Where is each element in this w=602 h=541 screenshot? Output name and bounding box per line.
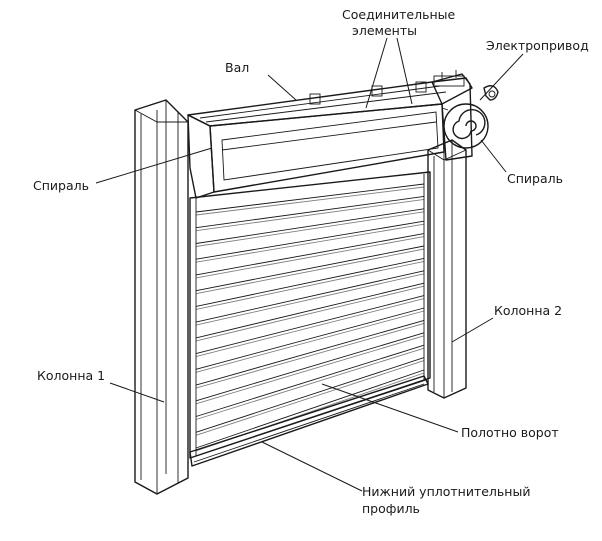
curtain-slat <box>195 295 425 355</box>
label-shaft: Вал <box>225 60 249 75</box>
label-column-2: Колонна 2 <box>494 303 562 318</box>
curtain-slat <box>195 270 425 323</box>
label-spring-left: Спираль <box>33 178 89 193</box>
curtain-slat <box>195 319 425 386</box>
curtain-slat <box>195 208 425 244</box>
electric-drive <box>483 85 499 101</box>
bottom-seal-profile <box>189 375 429 467</box>
curtain-slat-groove <box>195 223 425 263</box>
curtain-slat-groove <box>195 347 425 420</box>
curtain-slat <box>195 344 425 417</box>
curtain-slat-groove <box>195 298 425 358</box>
curtain-slat <box>195 357 425 433</box>
curtain-slat-groove <box>195 198 425 232</box>
curtain-slat <box>195 307 425 370</box>
curtain-slat-groove <box>195 186 425 216</box>
label-column-1: Колонна 1 <box>37 368 105 383</box>
label-connectors-1: Соединительные <box>342 7 455 22</box>
curtain-slat <box>195 282 425 339</box>
column-2 <box>427 139 467 399</box>
curtain-slat <box>195 257 425 307</box>
curtain-slat-groove <box>195 211 425 247</box>
leader-lines <box>95 37 524 492</box>
curtain-slat-groove <box>195 335 425 405</box>
label-curtain: Полотно ворот <box>461 425 559 440</box>
shaft-box <box>187 70 473 199</box>
curtain-slat-groove <box>195 260 425 310</box>
column-1 <box>134 99 189 495</box>
curtain-slat-groove <box>195 310 425 373</box>
labels: Соединительные элементы Вал Электроприво… <box>33 7 589 516</box>
label-bottom-seal-1: Нижний уплотнительный <box>362 484 530 499</box>
curtain-slat <box>195 183 425 213</box>
label-spring-right: Спираль <box>507 171 563 186</box>
curtain-slats <box>195 183 425 452</box>
curtain-slat <box>195 332 425 402</box>
door-curtain <box>189 171 431 459</box>
spring-drum <box>441 103 489 149</box>
curtain-slat-groove <box>195 360 425 436</box>
curtain-slat <box>195 369 425 449</box>
curtain-slat-groove <box>195 285 425 342</box>
curtain-slat-groove <box>195 248 425 295</box>
curtain-slat-groove <box>195 236 425 279</box>
curtain-slat-groove <box>195 273 425 326</box>
curtain-slat-groove <box>195 322 425 389</box>
label-drive: Электропривод <box>486 38 589 53</box>
curtain-slat <box>195 233 425 276</box>
label-connectors-2: элементы <box>352 23 417 38</box>
curtain-slat <box>195 245 425 292</box>
label-bottom-seal-2: профиль <box>362 501 420 516</box>
curtain-slat <box>195 220 425 260</box>
curtain-slat <box>195 195 425 229</box>
